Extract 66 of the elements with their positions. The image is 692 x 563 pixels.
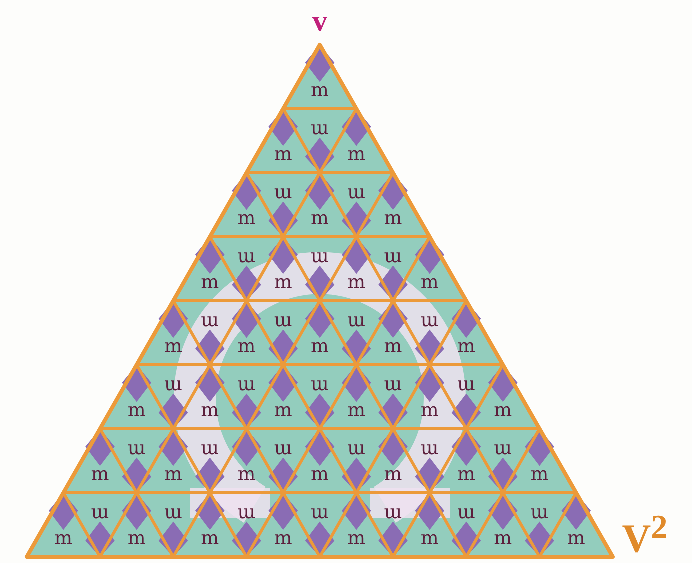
triangle-letter: m: [384, 210, 402, 228]
triangle-letter: m: [274, 530, 292, 548]
triangle-letter: m: [457, 466, 476, 484]
triangle-letter: ɯ: [274, 184, 292, 202]
triangle-letter: m: [274, 274, 292, 292]
triangle-letter: ɯ: [201, 312, 220, 330]
triangle-letter: ɯ: [128, 440, 146, 458]
triangle-letter: m: [128, 530, 146, 548]
triangle-letter: m: [420, 402, 439, 420]
triangle-letter: ɯ: [164, 376, 183, 394]
triangle-letter: m: [494, 530, 512, 548]
triangle-letter: m: [164, 466, 183, 484]
triangle-letter: m: [310, 82, 330, 100]
triangle-letter: m: [310, 210, 330, 228]
triangle-letter: ɯ: [201, 440, 220, 458]
triangle-letter: m: [348, 530, 366, 548]
triangle-letter: m: [164, 338, 183, 356]
triangle-letter: ɯ: [274, 440, 292, 458]
triangle-letter: m: [348, 146, 366, 164]
triangle-letter: m: [54, 530, 73, 548]
triangle-letter: m: [201, 274, 220, 292]
triangle-letter: m: [201, 402, 220, 420]
triangle-letter: ɯ: [238, 248, 256, 266]
triangle-letter: ɯ: [494, 440, 512, 458]
triangle-letter: ɯ: [310, 376, 330, 394]
triangle-letter: m: [274, 402, 292, 420]
triangle-letter: m: [238, 210, 256, 228]
triangle-letter: m: [348, 274, 366, 292]
triangle-letter: ɯ: [310, 120, 330, 138]
triangle-letter: ɯ: [457, 376, 476, 394]
triangle-letter: ɯ: [384, 504, 402, 522]
triangle-letter: m: [128, 402, 146, 420]
triangle-letter: m: [384, 466, 402, 484]
triangle-letter: ɯ: [238, 376, 256, 394]
triangle-letter: m: [91, 466, 110, 484]
triangle-letter: ɯ: [530, 504, 549, 522]
triangle-letter: m: [238, 338, 256, 356]
triangle-letter: ɯ: [348, 312, 366, 330]
triangle-letter: m: [201, 530, 220, 548]
vertex-label: V$^{2}$: [622, 510, 668, 560]
triangle-letter: ɯ: [384, 376, 402, 394]
triangle-letter: ɯ: [420, 312, 439, 330]
triangle-letter: ɯ: [420, 440, 439, 458]
triangle-letter: m: [420, 274, 439, 292]
vertex-label: v: [312, 7, 328, 37]
triangle-letter: ɯ: [310, 504, 330, 522]
triangle-letter: ɯ: [310, 248, 330, 266]
triangle-letter: m: [238, 466, 256, 484]
triangle-letter: m: [348, 402, 366, 420]
triangle-letter: ɯ: [238, 504, 256, 522]
triangle-letter: ɯ: [348, 184, 366, 202]
triangle-letter: ɯ: [457, 504, 476, 522]
triangle-letter: ɯ: [91, 504, 110, 522]
triangle-letter: m: [274, 146, 292, 164]
triangle-letter: m: [567, 530, 586, 548]
triangle-letter: m: [384, 338, 402, 356]
triangle-letter: m: [494, 402, 512, 420]
triangle-letter: m: [530, 466, 549, 484]
triangle-letter: ɯ: [274, 312, 292, 330]
triangle-letter: ɯ: [164, 504, 183, 522]
triangle-letter: m: [457, 338, 476, 356]
triangle-letter: m: [310, 466, 330, 484]
triangle-letter: ɯ: [348, 440, 366, 458]
triangle-letter: m: [310, 338, 330, 356]
triangle-letter: ɯ: [384, 248, 402, 266]
triangle-letter: m: [420, 530, 439, 548]
